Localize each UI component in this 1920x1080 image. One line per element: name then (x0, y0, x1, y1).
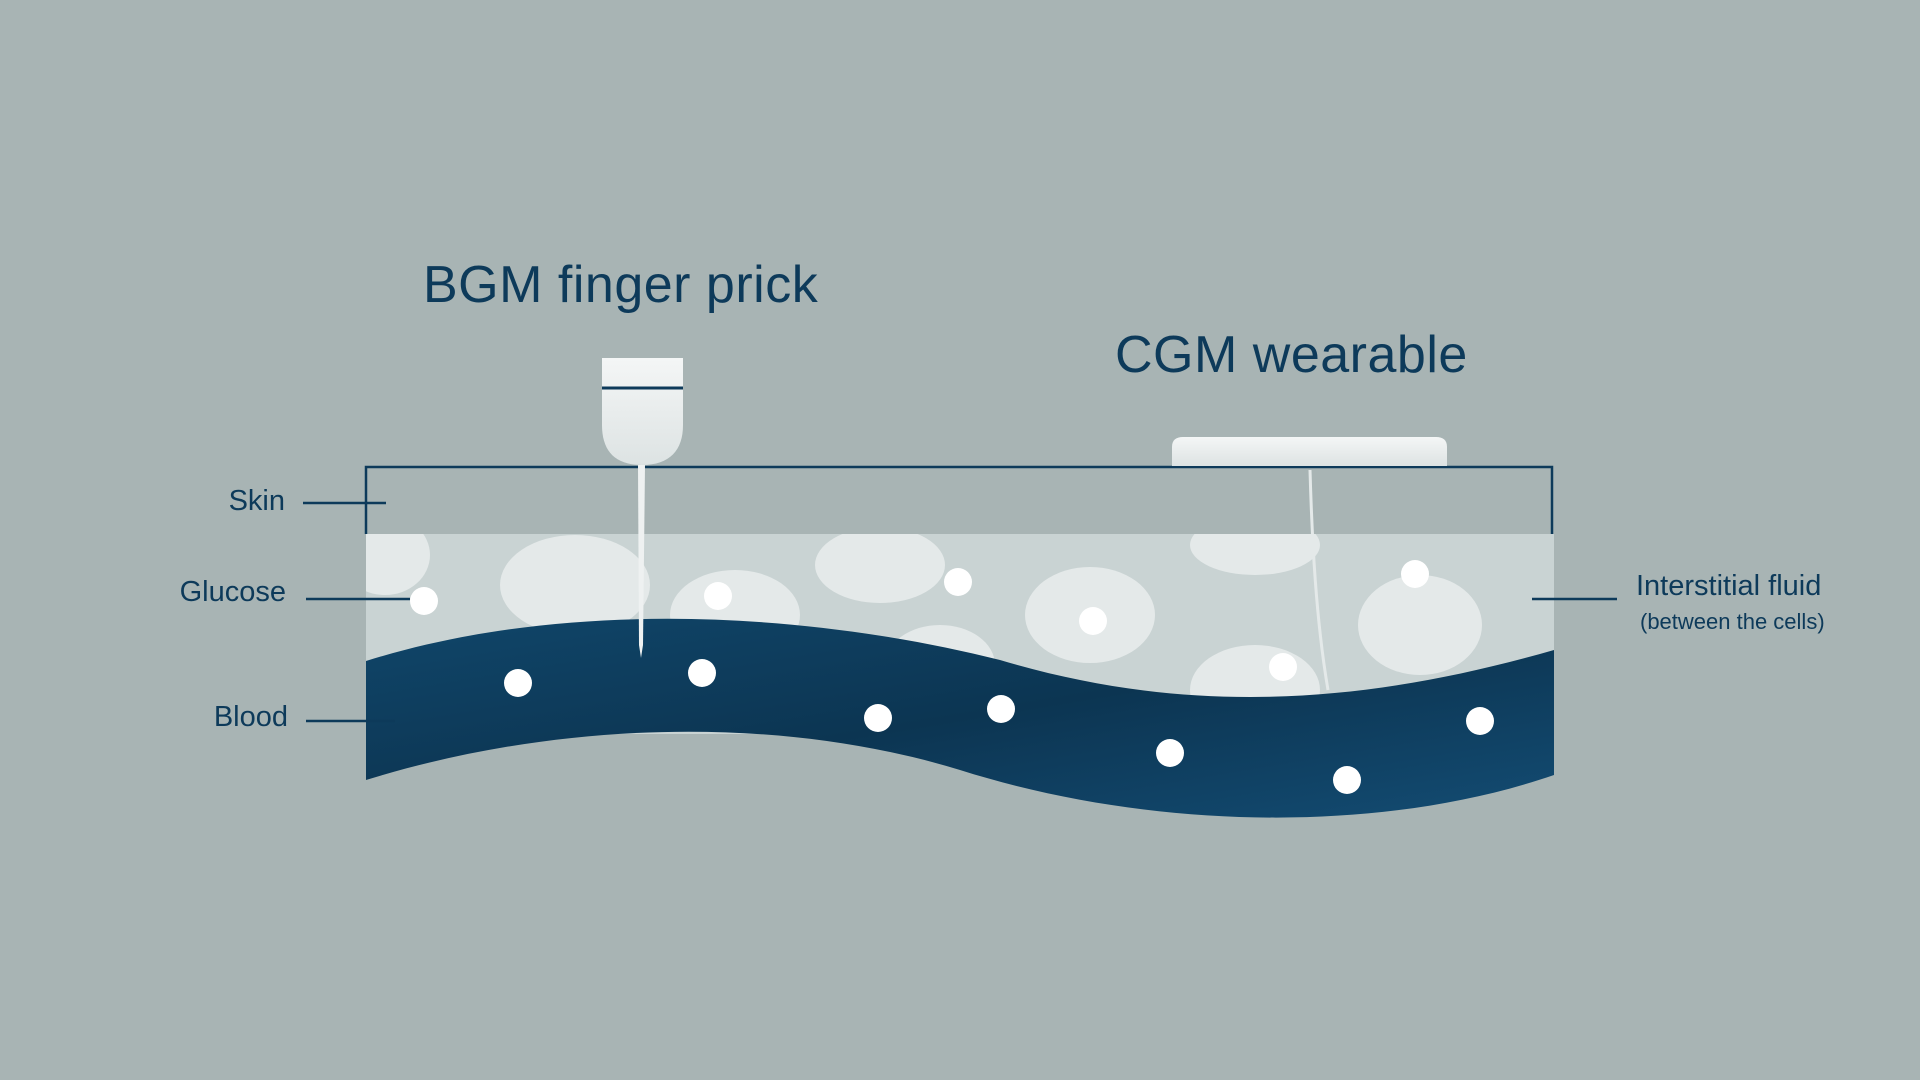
glucose-dot-icon (1466, 707, 1494, 735)
cell-icon (815, 534, 945, 603)
lancet-icon (602, 358, 683, 658)
cgm-sensor-icon (1172, 437, 1447, 691)
glucose-dot-icon (504, 669, 532, 697)
glucose-dot-icon (864, 704, 892, 732)
glucose-dot-icon (410, 587, 438, 615)
cell-icon (1358, 575, 1482, 675)
interstitial-fluid-sublabel: (between the cells) (1640, 609, 1825, 634)
cgm-title: CGM wearable (1115, 326, 1468, 384)
glucose-dot-icon (1156, 739, 1184, 767)
glucose-dot-icon (688, 659, 716, 687)
glucose-dot-icon (944, 568, 972, 596)
cell-icon (1190, 534, 1320, 575)
leader-lines (303, 501, 1617, 723)
glucose-label: Glucose (179, 576, 286, 608)
blood-label: Blood (213, 701, 288, 733)
glucose-dot-icon (1079, 607, 1107, 635)
bgm-title: BGM finger prick (423, 256, 819, 314)
blood-layer (366, 618, 1554, 818)
glucose-dot-icon (1333, 766, 1361, 794)
glucose-dot-icon (987, 695, 1015, 723)
cell-icon (500, 535, 650, 635)
glucose-dot-icon (1269, 653, 1297, 681)
glucose-dot-icon (704, 582, 732, 610)
cell-icon (366, 534, 430, 595)
skin-layer-outline (364, 465, 1554, 534)
skin-label: Skin (228, 485, 285, 517)
glucose-dot-icon (1401, 560, 1429, 588)
interstitial-fluid-label: Interstitial fluid (1636, 570, 1822, 602)
glucose-dot-group (410, 560, 1494, 794)
